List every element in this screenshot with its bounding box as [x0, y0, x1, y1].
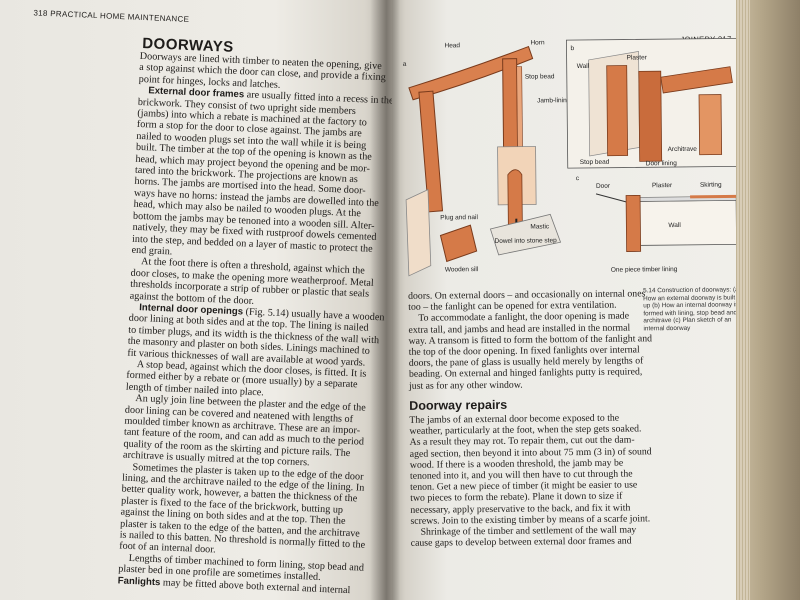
- sill-wall-block: [405, 188, 432, 277]
- right-jamb: [502, 58, 519, 160]
- panel-b-lining: [606, 65, 629, 157]
- panel-c-lining: [625, 194, 642, 252]
- label-panel-b: b: [570, 45, 574, 52]
- page-edges: [734, 0, 750, 600]
- label-head: Head: [444, 42, 460, 49]
- book-gutter: [370, 0, 400, 600]
- left-page-content: 318 PRACTICAL HOME MAINTENANCE DOORWAYS …: [24, 0, 392, 595]
- panel-b-top-rail: [660, 66, 733, 94]
- label-stop-bead: Stop bead: [525, 73, 555, 80]
- label-panel-c: c: [576, 175, 580, 182]
- right-page: JOINERY 317 a Head Horn Stop bead Jamb-l…: [384, 0, 736, 600]
- label-jamb-lining: Jamb-lining: [537, 97, 571, 104]
- bold-lead-in: Fanlights: [117, 575, 161, 588]
- panel-b-door-lining: [698, 94, 723, 156]
- label-door-lining: Door lining: [646, 160, 678, 167]
- left-page: 318 PRACTICAL HOME MAINTENANCE DOORWAYS …: [0, 0, 392, 600]
- label-door-c: Door: [596, 183, 611, 190]
- label-one-piece: One piece timber lining: [611, 266, 678, 274]
- left-body-text: Doorways are lined with timber to neaten…: [117, 51, 392, 597]
- label-wooden-sill: Wooden sill: [445, 266, 479, 273]
- label-plug-and-nail: Plug and nail: [440, 214, 478, 221]
- door-head: [408, 45, 534, 101]
- label-plaster-b: Plaster: [627, 54, 648, 61]
- label-stop-bead-b: Stop bead: [580, 159, 610, 166]
- label-dowel: Dowel into stone step: [494, 237, 557, 245]
- label-mastic: Mastic: [530, 223, 550, 230]
- figure-5-14: a Head Horn Stop bead Jamb-lining Plug a…: [403, 37, 736, 277]
- wooden-sill: [439, 224, 478, 263]
- label-panel-a: a: [403, 61, 407, 68]
- panel-c-wall: [635, 199, 736, 246]
- label-horn: Horn: [530, 39, 545, 46]
- left-jamb: [418, 90, 444, 213]
- stone-step: [489, 213, 562, 256]
- text-line: cause gaps to develop between external d…: [410, 535, 632, 550]
- label-wall-b: Wall: [577, 63, 590, 70]
- label-wall-c: Wall: [668, 222, 681, 229]
- stop-bead-strip: [516, 66, 523, 157]
- label-architrave: Architrave: [668, 146, 698, 153]
- label-skirting: Skirting: [700, 182, 722, 189]
- running-head-left: 318 PRACTICAL HOME MAINTENANCE: [33, 8, 190, 24]
- figure-caption: 5.14 Construction of doorways: (a) How a…: [643, 286, 736, 333]
- label-plaster-c: Plaster: [652, 182, 673, 189]
- subheading-doorway-repairs: Doorway repairs: [409, 397, 508, 413]
- panel-b-architrave: [638, 70, 663, 162]
- right-column-text: doors. On external doors – and occasiona…: [408, 288, 652, 550]
- text-line: just as for any other window.: [408, 379, 523, 392]
